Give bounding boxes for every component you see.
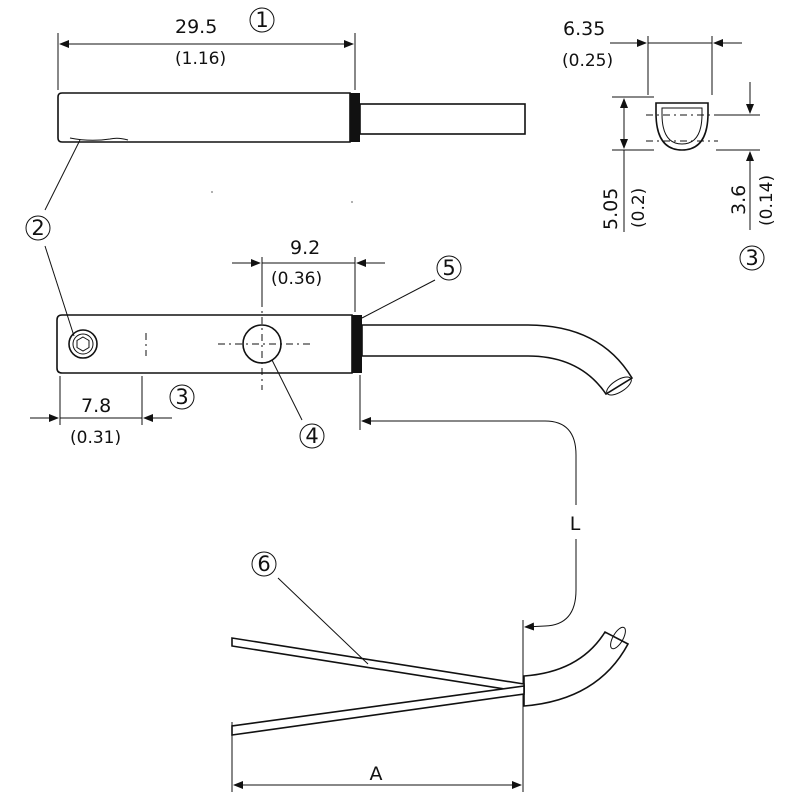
- mounting-hole-icon: [218, 300, 312, 390]
- lead-length-label: A: [370, 763, 383, 785]
- callout-5: 5: [436, 255, 462, 281]
- screw-dist-mm-label: 7.8: [81, 395, 111, 417]
- cable-length-label: L: [570, 513, 581, 535]
- svg-text:3: 3: [175, 385, 188, 409]
- callout-2: 2: [25, 215, 51, 241]
- cable-sleeve-side: [352, 315, 362, 373]
- callout-1: 1: [249, 7, 275, 33]
- height-mm-label: 5.05: [600, 188, 622, 230]
- svg-text:3: 3: [745, 246, 758, 270]
- sensor-top-view: [57, 33, 526, 143]
- width-mm-label: 6.35: [563, 18, 605, 40]
- cable-end-with-leads: [231, 577, 630, 792]
- cable-length-dimension: [359, 375, 595, 631]
- sensor-side-view: [30, 139, 634, 425]
- cable-sleeve-top: [350, 93, 360, 142]
- cable-top: [359, 103, 526, 135]
- callout-6: 6: [251, 551, 277, 577]
- sensor-end-view: [610, 36, 760, 232]
- callout-3-side-view: 3: [169, 384, 195, 410]
- lead-wire-lower: [231, 685, 525, 736]
- hole-dist-mm-label: 9.2: [290, 237, 320, 259]
- length-mm-label: 29.5: [175, 16, 217, 38]
- svg-text:4: 4: [305, 424, 318, 448]
- set-screw-icon: [68, 329, 98, 359]
- width-in-label: (0.25): [562, 51, 613, 71]
- depth-in-label: (0.14): [757, 175, 777, 226]
- svg-text:6: 6: [257, 552, 270, 576]
- svg-text:1: 1: [255, 8, 268, 32]
- screw-dist-in-label: (0.31): [70, 428, 121, 448]
- hole-dist-in-label: (0.36): [271, 269, 322, 289]
- cable-side: [361, 324, 634, 396]
- depth-mm-label: 3.6: [728, 185, 750, 215]
- callout-4: 4: [299, 423, 325, 449]
- svg-text:2: 2: [31, 216, 44, 240]
- lead-wire-upper: [231, 637, 525, 693]
- length-in-label: (1.16): [175, 49, 226, 69]
- svg-text:5: 5: [442, 256, 455, 280]
- callout-3-end-view: 3: [739, 245, 765, 271]
- height-in-label: (0.2): [629, 188, 649, 228]
